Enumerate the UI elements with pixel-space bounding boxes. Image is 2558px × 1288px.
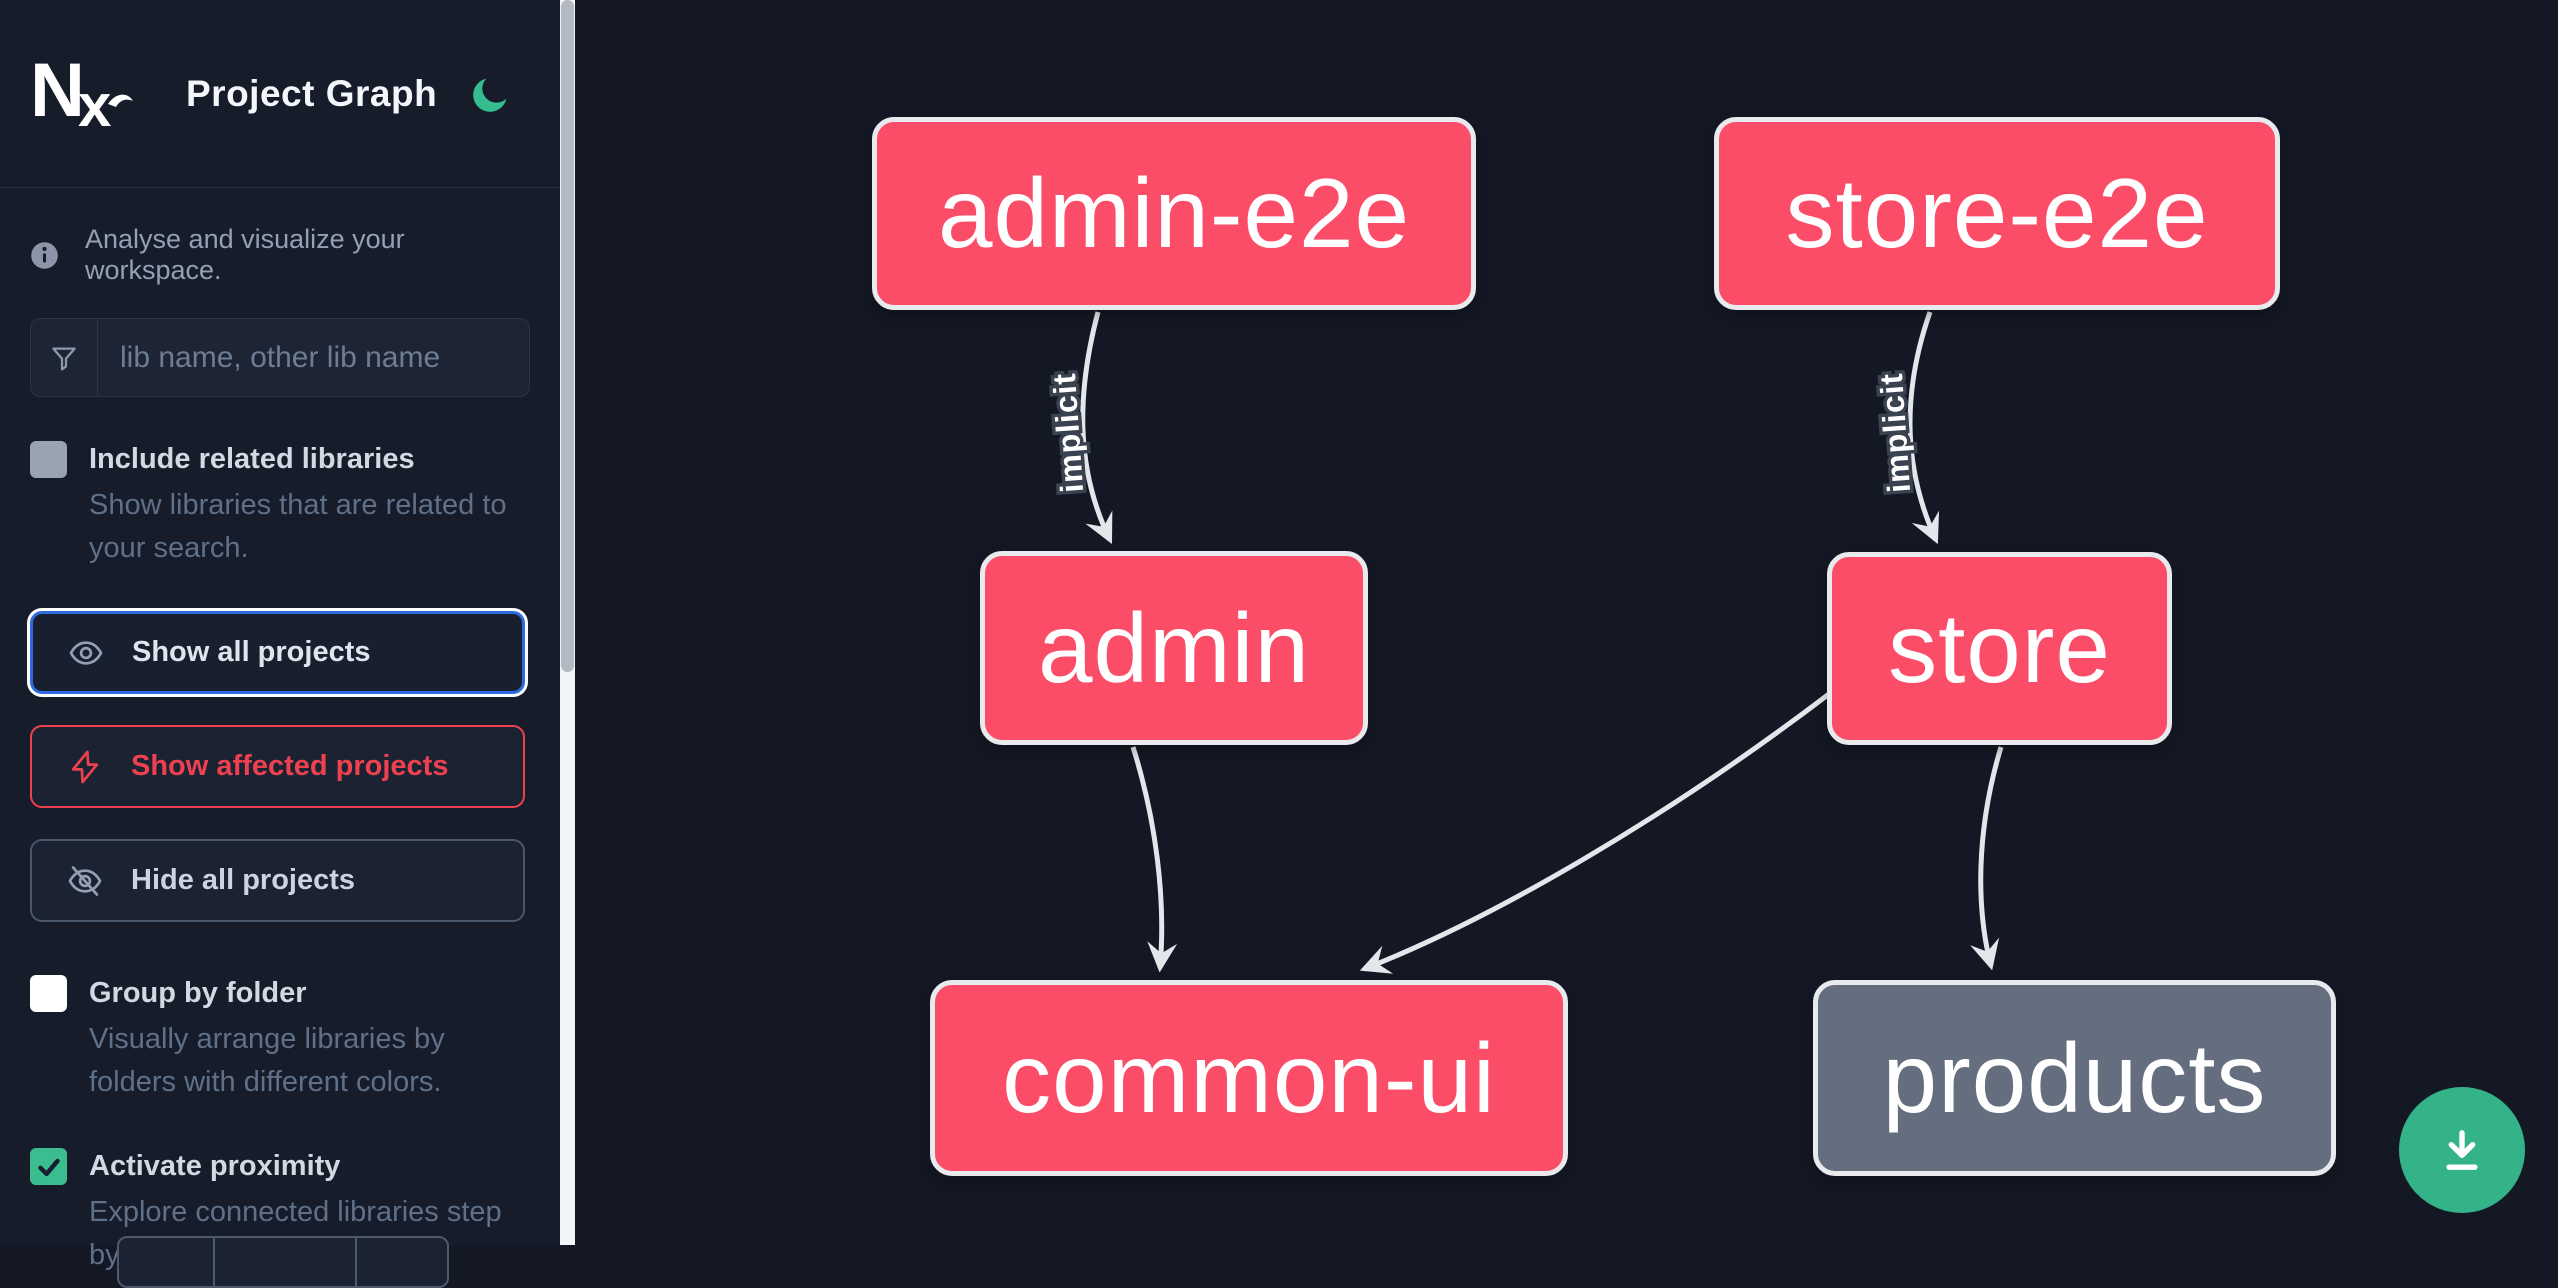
graph-node-store[interactable]: store	[1827, 552, 2172, 745]
option-description: Visually arrange libraries by folders wi…	[89, 1023, 445, 1098]
option-label: Group by folder	[89, 977, 307, 1009]
option-label: Activate proximity	[89, 1150, 341, 1182]
button-label: Show affected projects	[131, 750, 449, 782]
graph-edge-admin->common-ui[interactable]	[1130, 746, 1178, 973]
include-related-checkbox[interactable]	[30, 441, 67, 478]
tagline-text: Analyse and visualize your workspace.	[85, 224, 405, 285]
show-all-projects-button[interactable]: Show all projects	[30, 611, 525, 694]
dark-mode-toggle-moon-icon[interactable]	[470, 73, 512, 115]
app-header: N x Project Graph	[0, 0, 560, 188]
show-affected-projects-button[interactable]: Show affected projects	[30, 725, 525, 808]
option-include-related: Include related libraries Show libraries…	[30, 438, 530, 570]
sidebar: N x Project Graph Analyse and visualize …	[0, 0, 560, 1288]
download-graph-button[interactable]	[2399, 1087, 2525, 1213]
bolt-icon	[71, 750, 99, 783]
graph-node-store-e2e[interactable]: store-e2e	[1714, 117, 2280, 310]
option-group-by-folder: Group by folder Visually arrange librari…	[30, 972, 530, 1104]
eye-off-icon	[68, 865, 102, 896]
filter-funnel-icon	[31, 319, 98, 396]
graph-edge-store-e2e->store[interactable]	[1907, 311, 1940, 545]
activate-proximity-checkbox[interactable]	[30, 1148, 67, 1185]
option-activate-proximity: Activate proximity Explore connected lib…	[30, 1145, 530, 1277]
search-input[interactable]	[98, 319, 529, 396]
proximity-depth-stepper[interactable]	[117, 1236, 449, 1288]
page-title: Project Graph	[186, 72, 438, 114]
nx-logo: N x	[30, 58, 133, 130]
button-label: Hide all projects	[131, 864, 356, 896]
stepper-increment[interactable]	[357, 1238, 447, 1286]
sidebar-scrollbar-thumb[interactable]	[561, 0, 574, 672]
graph-edge-store->products[interactable]	[1970, 746, 2004, 971]
info-icon	[31, 241, 58, 269]
checkmark-icon	[37, 1158, 60, 1176]
graph-node-products[interactable]: products	[1813, 980, 2336, 1176]
hide-all-projects-button[interactable]: Hide all projects	[30, 839, 525, 922]
sidebar-scrollbar-track[interactable]	[560, 0, 575, 1245]
eye-icon	[69, 640, 103, 665]
stepper-decrement[interactable]	[119, 1238, 213, 1286]
graph-edge-store->common-ui[interactable]	[1359, 692, 1831, 974]
svg-text:N: N	[30, 58, 85, 130]
graph-edge-admin-e2e->admin[interactable]	[1080, 311, 1113, 545]
search-box	[30, 318, 530, 397]
button-label: Show all projects	[132, 636, 371, 668]
option-description: Show libraries that are related to your …	[89, 489, 507, 564]
stepper-value	[213, 1238, 357, 1286]
graph-node-admin-e2e[interactable]: admin-e2e	[872, 117, 1476, 310]
graph-node-common-ui[interactable]: common-ui	[930, 980, 1568, 1176]
tagline-row: Analyse and visualize your workspace.	[30, 224, 530, 286]
graph-node-admin[interactable]: admin	[980, 551, 1368, 745]
download-icon	[2446, 1130, 2478, 1170]
group-by-folder-checkbox[interactable]	[30, 975, 67, 1012]
option-label: Include related libraries	[89, 443, 415, 475]
svg-text:x: x	[78, 72, 111, 130]
